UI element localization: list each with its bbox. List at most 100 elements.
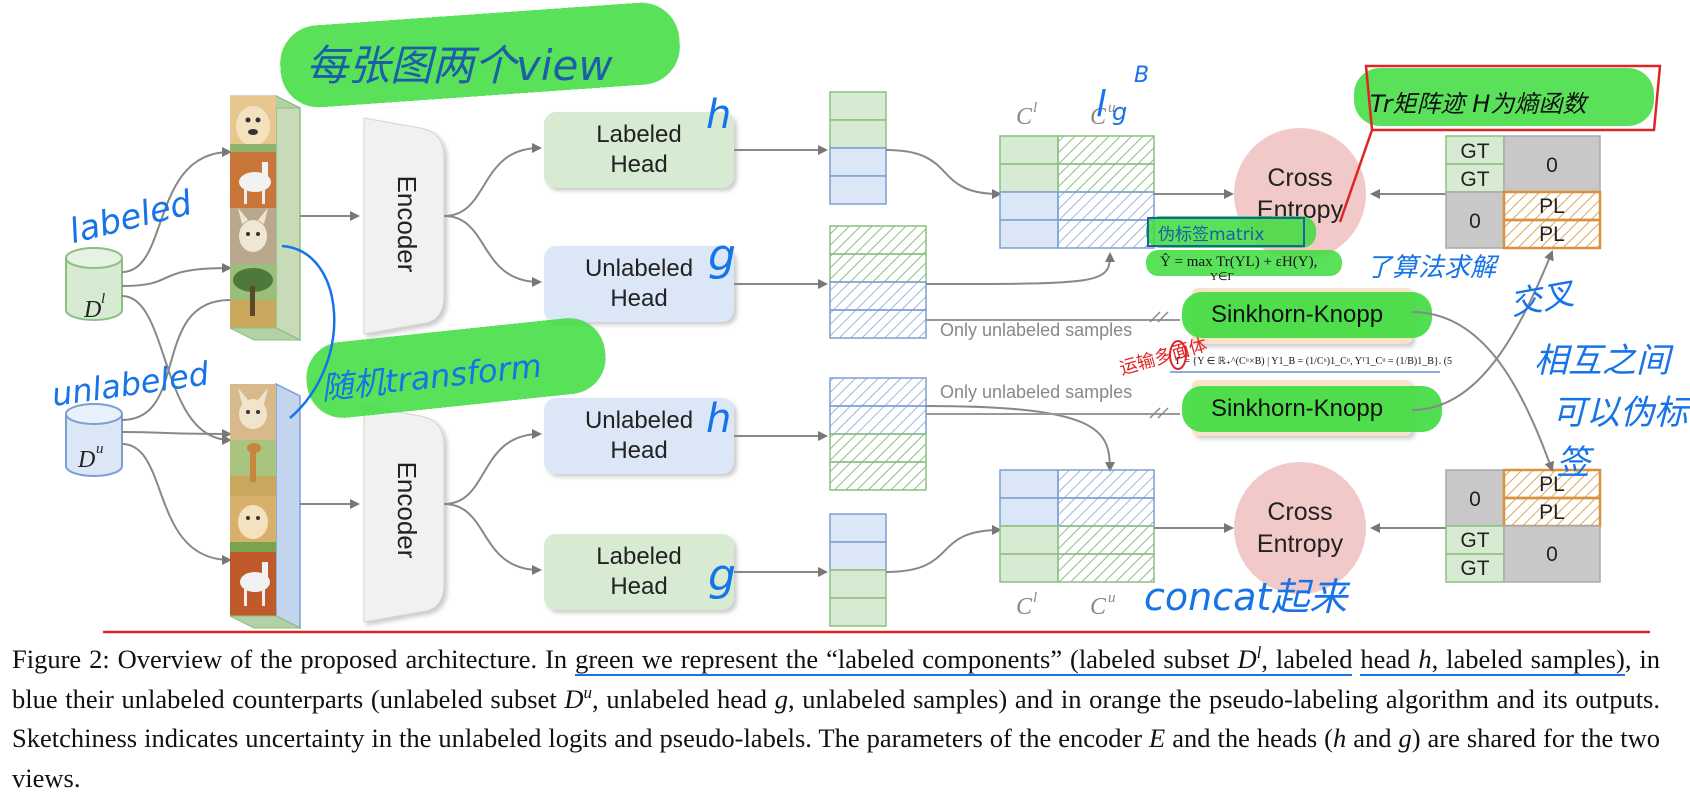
note-g-top: g: [708, 230, 736, 281]
image-stack-top: [229, 94, 301, 342]
svg-text:Labeled: Labeled: [596, 121, 681, 148]
svg-text:Head: Head: [610, 285, 667, 312]
concat-matrix-top: [999, 135, 1155, 249]
sinkhorn-knopp-top: Sinkhorn-Knopp: [1182, 288, 1432, 344]
dog-image: [230, 96, 276, 152]
note-label: 签: [1556, 443, 1595, 483]
handwritten-notes: 每张图两个view labeled unlabeled 随机transform …: [50, 41, 1690, 619]
note-h-bottom: h: [706, 396, 731, 442]
svg-text:Head: Head: [610, 437, 667, 464]
dataset-unlabeled-label: D: [77, 447, 95, 473]
svg-text:Sinkhorn-Knopp: Sinkhorn-Knopp: [1211, 395, 1383, 422]
giraffe-image-unlabeled: [230, 440, 276, 496]
handwritten-strokes: [281, 244, 336, 419]
cu-label-bottom: C: [1090, 594, 1107, 620]
only-unlabeled-bottom: Only unlabeled samples: [940, 382, 1132, 402]
svg-text:GT: GT: [1460, 168, 1489, 191]
red-callout: [1338, 64, 1662, 223]
red-circle-gamma: [1169, 340, 1187, 370]
column-labels: C l C u C l C u: [1016, 100, 1116, 620]
logit-to-concat-arrows: [885, 149, 1180, 573]
labeled-head-top: Labeled Head: [544, 112, 734, 188]
underlined-span-1: green we represent the “labeled componen…: [575, 643, 1353, 676]
note-concat: concat起来: [1144, 575, 1351, 619]
logits-labeled-top: [829, 91, 887, 205]
svg-text:l: l: [1033, 590, 1037, 606]
sinkhorn-to-pl-arrows: [1411, 250, 1555, 472]
svg-text:u: u: [1108, 100, 1116, 116]
encoder-bottom: [363, 405, 445, 623]
svg-text:u: u: [1108, 590, 1116, 606]
svg-text:Head: Head: [610, 573, 667, 600]
horse-image-unlabeled: [230, 552, 276, 616]
labeled-head-bottom: Labeled Head: [544, 534, 734, 610]
dataset-arrows: [121, 147, 232, 565]
svg-text:GT: GT: [1460, 529, 1489, 552]
cross-entropy-bottom: Cross Entropy: [1234, 462, 1366, 594]
giraffe-image-labeled: [230, 264, 276, 328]
figure-caption: Figure 2: Overview of the proposed archi…: [12, 643, 1660, 793]
note-lg: l: [1096, 84, 1106, 125]
encoder-to-head-arrows: [443, 143, 542, 575]
note-two-views: 每张图两个view: [306, 41, 613, 90]
architecture-diagram: D l D u: [50, 2, 1690, 634]
svg-text:0: 0: [1469, 210, 1481, 233]
svg-text:GT: GT: [1460, 557, 1489, 580]
unlabeled-head-bottom: Unlabeled Head: [544, 398, 734, 474]
logits-unlabeled-top: [829, 225, 927, 339]
logits-unlabeled-bottom: [829, 377, 927, 491]
note-unlabeled: unlabeled: [50, 354, 212, 414]
note-mutual: 相互之间: [1534, 341, 1674, 381]
svg-text:GT: GT: [1460, 140, 1489, 163]
svg-text:u: u: [96, 441, 104, 457]
svg-text:Head: Head: [610, 151, 667, 178]
fox-image-labeled: [230, 208, 276, 264]
note-g-bottom: g: [708, 550, 736, 601]
svg-text:Unlabeled: Unlabeled: [585, 255, 693, 282]
break-marks: [1149, 311, 1169, 419]
concat-matrix-bottom: [999, 469, 1155, 583]
unlabeled-head-top: Unlabeled Head: [544, 246, 734, 322]
svg-text:Unlabeled: Unlabeled: [585, 407, 693, 434]
concat-to-ce-arrows: [1154, 189, 1234, 533]
only-unlabeled-top: Only unlabeled samples: [940, 320, 1132, 340]
svg-text:l: l: [1033, 100, 1037, 116]
note-transport-polytope: 运输多面体: [1117, 335, 1209, 380]
note-labeled: labeled: [65, 183, 196, 252]
encoder-bottom-label: Encoder: [392, 462, 422, 559]
dataset-labeled-label: D: [83, 297, 101, 323]
cl-label-bottom: C: [1016, 594, 1033, 620]
polytope-formula: Γ = {Y ∈ ℝ₊^(Cᵘ×B) | Y1_B = (1/Cᵘ)1_Cᵘ, …: [1176, 356, 1452, 367]
head-to-logit-arrows: [734, 145, 828, 577]
svg-text:PL: PL: [1539, 501, 1565, 524]
encoder-top: [363, 117, 445, 335]
svg-text:g: g: [1112, 98, 1127, 126]
svg-text:0: 0: [1546, 154, 1558, 177]
cl-label-top: C: [1016, 104, 1033, 130]
svg-text:Cross: Cross: [1267, 498, 1332, 526]
svg-text:Sinkhorn-Knopp: Sinkhorn-Knopp: [1211, 301, 1383, 328]
note-pseudo-matrix: 伪标签matrix: [1158, 225, 1264, 245]
dataset-labeled: D l: [65, 247, 123, 323]
svg-text:PL: PL: [1539, 473, 1565, 496]
svg-text:Entropy: Entropy: [1257, 530, 1344, 558]
logits-labeled-bottom: [829, 513, 887, 627]
svg-text:Cross: Cross: [1267, 164, 1332, 192]
cu-label-top: C: [1090, 104, 1107, 130]
svg-text:Labeled: Labeled: [596, 543, 681, 570]
svg-text:l: l: [101, 291, 105, 307]
horse-image: [230, 152, 276, 208]
fox-image-unlabeled: [230, 384, 276, 440]
pseudo-matrix-box: [1147, 217, 1305, 247]
svg-text:PL: PL: [1539, 223, 1565, 246]
target-to-ce-arrows: [1370, 189, 1446, 533]
dog-image-unlabeled: [230, 496, 276, 552]
svg-text:B: B: [1134, 63, 1149, 88]
dataset-unlabeled: D u: [65, 403, 123, 477]
target-matrix-top: GT GT 0 0 PL PL: [1445, 135, 1602, 250]
objective-formula: Ŷ = max Tr(YL) + εH(Y),: [1160, 253, 1317, 270]
image-to-encoder-arrows: [300, 211, 360, 509]
note-algorithm: 了算法求解: [1366, 253, 1500, 283]
svg-text:Y∈Γ: Y∈Γ: [1210, 271, 1234, 283]
note-cross: 交叉: [1507, 274, 1579, 323]
